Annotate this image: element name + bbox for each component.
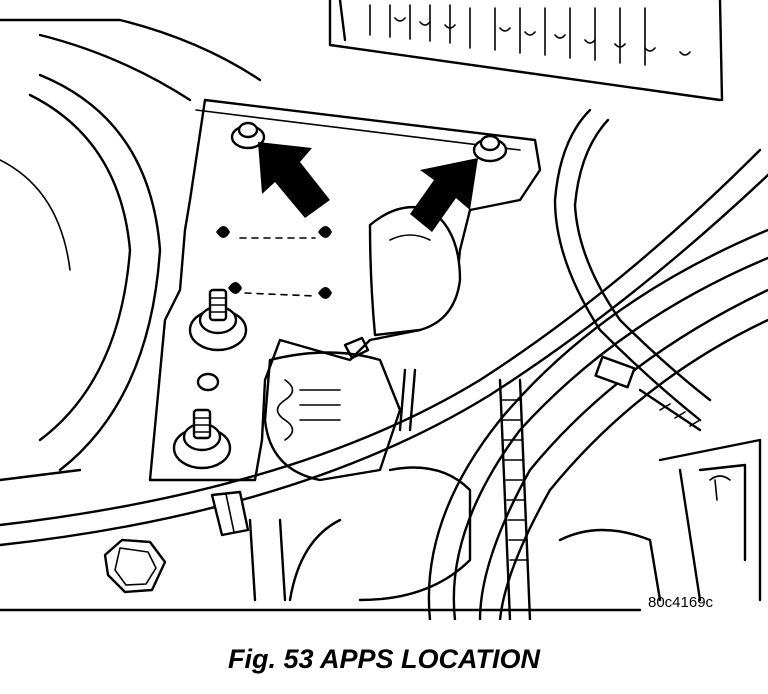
bracket-bolt-top-left: [230, 121, 266, 150]
figure-caption: Fig. 53 APPS LOCATION: [227, 644, 541, 674]
throttle-body-area: [248, 336, 472, 602]
vacuum-line: [553, 108, 712, 432]
apps-location-illustration: [0, 0, 768, 620]
radiator-grille: [328, 0, 724, 102]
air-cleaner-housing: [0, 18, 262, 482]
cable-clip: [210, 490, 250, 537]
bracket-nut-middle: [188, 288, 248, 352]
arrow-left-bolt-icon: [258, 142, 330, 218]
throttle-cable-hose: [0, 148, 768, 547]
bracket-nut-lower: [172, 408, 232, 470]
arrow-right-bolt-icon: [410, 158, 478, 232]
corrugated-conduit: [498, 378, 532, 620]
figure-reference-code: 80c4169c: [648, 594, 714, 611]
wiring-harness: [427, 228, 768, 620]
hex-bolt: [103, 538, 167, 594]
intake-manifold-right: [558, 438, 762, 602]
bracket-bolt-top-right: [472, 134, 508, 163]
